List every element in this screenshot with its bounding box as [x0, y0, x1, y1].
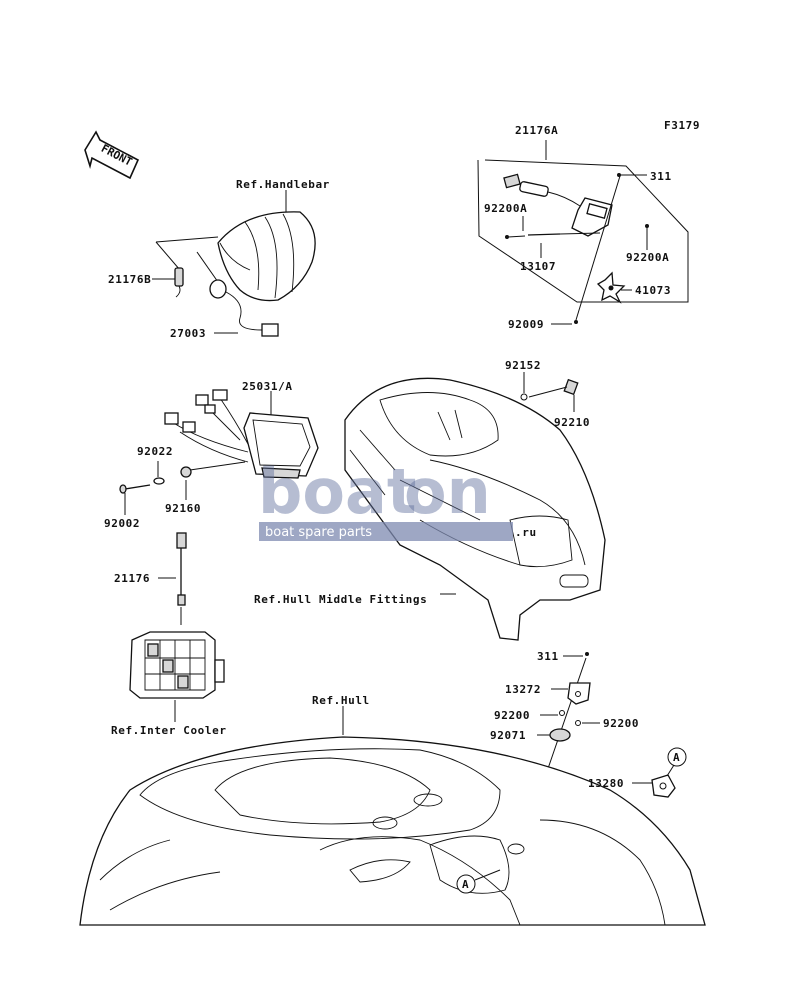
part-13280: 13280 — [588, 777, 624, 790]
part-311-bottom: 311 — [537, 650, 559, 663]
intercooler-group — [129, 532, 225, 722]
part-311-top: 311 — [650, 170, 672, 183]
ref-hull-middle-label: Ref.Hull Middle Fittings — [254, 593, 427, 606]
watermark: boat on boat spare parts .ru — [258, 455, 537, 541]
front-arrow-icon: FRONT — [84, 130, 140, 180]
part-92200-left: 92200 — [494, 709, 530, 722]
part-92200A-right: 92200A — [626, 251, 669, 264]
part-92002: 92002 — [104, 517, 140, 530]
part-92152: 92152 — [505, 359, 541, 372]
part-21176A: 21176A — [515, 124, 558, 137]
watermark-domain: .ru — [515, 526, 537, 539]
ref-hull-label: Ref.Hull — [312, 694, 370, 707]
part-13272: 13272 — [505, 683, 541, 696]
part-92160: 92160 — [165, 502, 201, 515]
speed-sensor-kit-group — [477, 140, 689, 325]
ref-inter-cooler-label: Ref.Inter Cooler — [111, 724, 227, 737]
figure-code: F3179 — [664, 119, 700, 132]
meter-harness-group — [119, 389, 319, 515]
part-27003: 27003 — [170, 327, 206, 340]
watermark-subtitle: boat spare parts — [265, 525, 372, 540]
part-25031A: 25031/A — [242, 380, 293, 393]
part-92200A-left: 92200A — [484, 202, 527, 215]
watermark-logo: boat — [258, 455, 416, 528]
hull-middle-fittings-group — [344, 372, 606, 641]
part-92200-right: 92200 — [603, 717, 639, 730]
watermark-logo-suffix: on — [404, 455, 491, 528]
part-92210: 92210 — [554, 416, 590, 429]
part-21176: 21176 — [114, 572, 150, 585]
part-92009: 92009 — [508, 318, 544, 331]
callout-a-lower: A — [462, 878, 469, 891]
part-21176B: 21176B — [108, 273, 151, 286]
part-92022: 92022 — [137, 445, 173, 458]
ref-handlebar-label: Ref.Handlebar — [236, 178, 330, 191]
part-41073: 41073 — [635, 284, 671, 297]
callout-a-upper: A — [673, 751, 680, 764]
hull-group — [79, 706, 706, 926]
part-92071: 92071 — [490, 729, 526, 742]
handlebar-cover-group — [152, 190, 316, 337]
part-13107: 13107 — [520, 260, 556, 273]
